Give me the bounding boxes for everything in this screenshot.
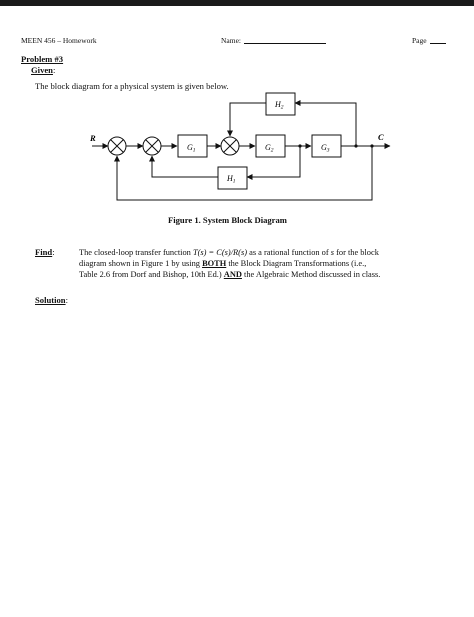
- h1-block: [217, 166, 248, 190]
- summing-junction-1: [107, 136, 127, 156]
- h2-feedback-path-in: [294, 100, 357, 146]
- course-header: MEEN 456 – Homework: [21, 36, 97, 45]
- given-label: Given: [31, 65, 53, 75]
- page-label: Page: [412, 36, 427, 45]
- h2-block: [265, 92, 296, 116]
- h1-feedback-path-out: [149, 155, 218, 178]
- problem-title: Problem #3: [21, 54, 64, 64]
- g1-label: G1: [187, 143, 196, 154]
- takeoff-point-unity: [370, 144, 374, 148]
- h1-feedback-path-in: [246, 146, 301, 180]
- find-colon: :: [52, 247, 55, 257]
- page-field: Page: [412, 36, 446, 45]
- h2-feedback-path-out: [227, 102, 266, 137]
- name-blank-line: [244, 43, 326, 44]
- summing-junction-3: [220, 136, 240, 156]
- input-label-r: R: [89, 133, 96, 143]
- name-field: Name:: [221, 36, 326, 45]
- page-blank-line: [429, 43, 446, 44]
- g3-label: G3: [321, 143, 330, 154]
- h1-label: H1: [226, 174, 236, 185]
- figure-caption: Figure 1. System Block Diagram: [168, 215, 287, 225]
- summing-junction-2: [142, 136, 162, 156]
- find-line-3: Table 2.6 from Dorf and Bishop, 10th Ed.…: [79, 270, 381, 280]
- find-heading: Find:: [35, 247, 55, 257]
- find-line-1: The closed-loop transfer function T(s) =…: [79, 248, 379, 257]
- given-text: The block diagram for a physical system …: [35, 81, 229, 91]
- h2-label: H2: [274, 100, 284, 111]
- name-label: Name:: [221, 36, 241, 45]
- g2-label: G2: [265, 143, 274, 154]
- solution-label: Solution: [35, 295, 66, 305]
- unity-feedback-path: [114, 146, 373, 201]
- top-bar: [0, 0, 474, 6]
- given-heading: Given:: [31, 65, 55, 75]
- find-paragraph: The closed-loop transfer function T(s) =…: [79, 247, 451, 281]
- solution-heading: Solution:: [35, 295, 68, 305]
- find-line-2: diagram shown in Figure 1 by using BOTH …: [79, 259, 367, 269]
- output-label-c: C: [378, 132, 384, 142]
- takeoff-point-h1: [298, 144, 302, 148]
- given-colon: :: [52, 65, 56, 75]
- solution-colon: :: [65, 295, 68, 305]
- takeoff-point-h2: [354, 144, 358, 148]
- find-label: Find: [35, 247, 53, 257]
